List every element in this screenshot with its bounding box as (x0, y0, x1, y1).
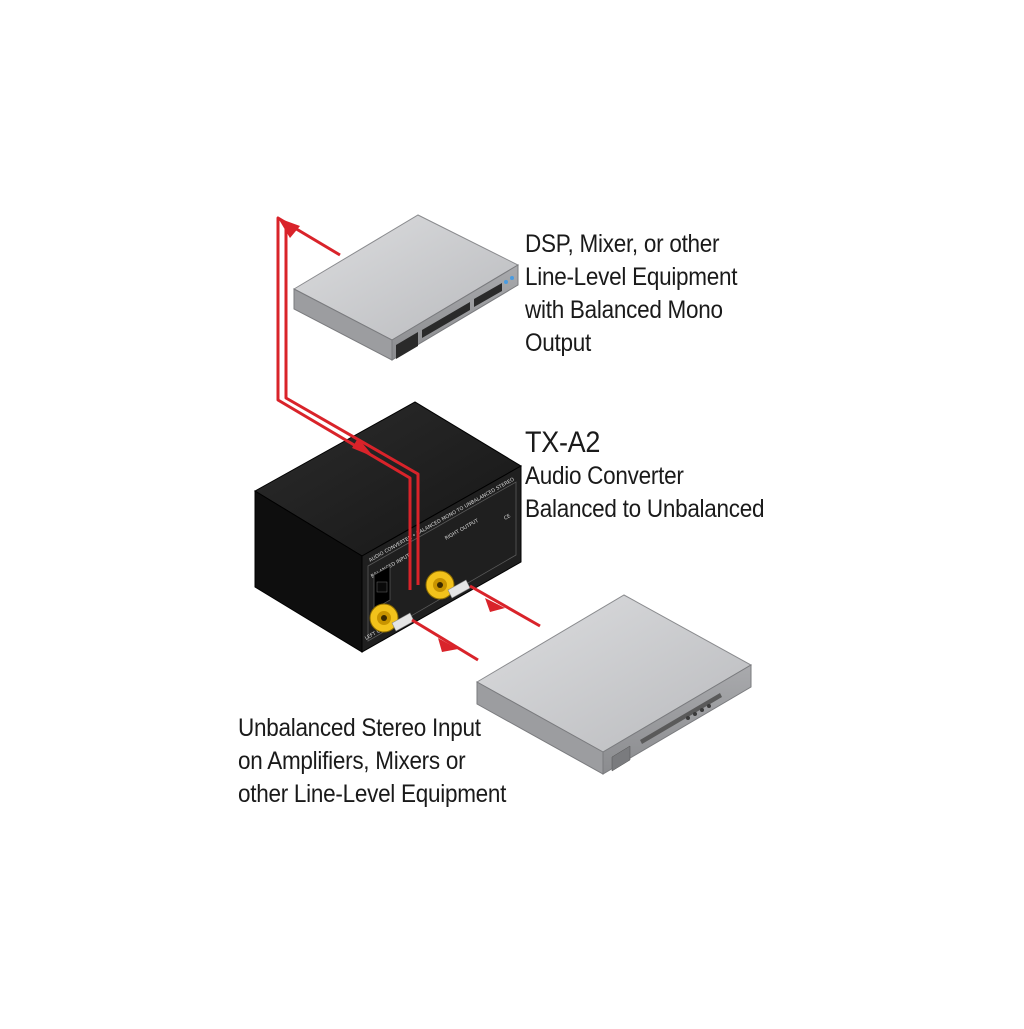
right-output-cable (469, 584, 541, 628)
tx-a2-label: TX-A2 Audio Converter Balanced to Unbala… (525, 426, 765, 526)
balanced-input-terminal (373, 565, 391, 610)
tx-a2-line-1: Audio Converter (525, 462, 684, 490)
dsp-label-line-1: DSP, Mixer, or other (525, 230, 720, 258)
dsp-equipment-label: DSP, Mixer, or other Line-Level Equipmen… (525, 228, 738, 360)
output-equipment-label: Unbalanced Stereo Input on Amplifiers, M… (238, 712, 506, 811)
left-rca-output (369, 603, 399, 633)
output-label-line-2: on Amplifiers, Mixers or (238, 747, 466, 775)
dsp-label-line-2: Line-Level Equipment (525, 263, 738, 291)
disc-slot (640, 693, 722, 744)
device-ce-mark: CE (503, 513, 512, 521)
signal-cables (276, 216, 541, 662)
output-label-line-1: Unbalanced Stereo Input (238, 714, 481, 742)
front-panel-buttons (396, 283, 502, 359)
arrow-left-output (438, 638, 458, 652)
arrow-right-output (485, 598, 505, 612)
receiving-equipment (475, 594, 753, 775)
balanced-mono-cable (276, 216, 412, 590)
signal-arrows (278, 218, 505, 652)
front-panel-leds (504, 276, 514, 284)
balanced-mono-cable-b (284, 222, 420, 585)
front-controls (686, 704, 711, 720)
dsp-mixer-equipment (292, 214, 520, 361)
tx-a2-title: TX-A2 (525, 426, 601, 459)
right-rca-output (425, 570, 455, 600)
left-output-cable (411, 618, 479, 662)
dsp-label-line-3: with Balanced Mono (525, 296, 723, 324)
tx-a2-line-2: Balanced to Unbalanced (525, 495, 765, 523)
dsp-label-line-4: Output (525, 329, 591, 357)
arrow-down-into-device (352, 438, 374, 457)
output-label-line-3: other Line-Level Equipment (238, 780, 507, 808)
arrow-up-left (278, 218, 300, 238)
tx-a2-converter: AUDIO CONVERTER • BALANCED MONO TO UNBAL… (254, 401, 522, 653)
